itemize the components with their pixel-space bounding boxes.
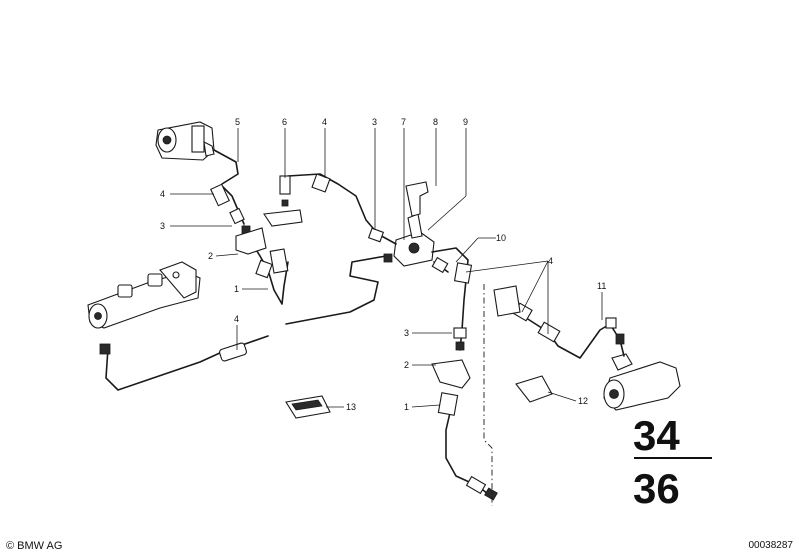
callout-2-right: 2	[404, 360, 409, 370]
hose-brackets	[235, 209, 553, 419]
front-left-wheel-cylinder	[155, 121, 215, 161]
callout-5: 5	[235, 117, 240, 127]
callout-12: 12	[578, 396, 588, 406]
callout-4-left: 4	[160, 189, 165, 199]
callout-9: 9	[463, 117, 468, 127]
callout-13: 13	[346, 402, 356, 412]
document-number: 00038287	[748, 540, 794, 551]
callout-4-top: 4	[322, 117, 327, 127]
callout-3-top: 3	[372, 117, 377, 127]
master-cylinder	[87, 261, 201, 329]
brake-distributor-t-piece	[393, 181, 435, 267]
leader-lines	[170, 128, 603, 408]
group-number-top: 34	[633, 412, 680, 459]
callout-4-bottom: 4	[234, 314, 239, 324]
body-outline	[483, 284, 493, 506]
callout-3-left: 3	[160, 221, 165, 231]
callout-3-right: 3	[404, 328, 409, 338]
callout-4-right: 4	[548, 256, 553, 266]
callout-10: 10	[496, 233, 506, 243]
callout-7: 7	[401, 117, 406, 127]
callout-1-right: 1	[404, 402, 409, 412]
pipe-fittings	[99, 173, 625, 501]
group-number: 34 36	[633, 412, 712, 512]
copyright-notice: © BMW AG	[6, 540, 63, 552]
callout-6: 6	[282, 117, 287, 127]
brake-pipes	[105, 149, 625, 495]
callout-8: 8	[433, 117, 438, 127]
callout-numbers: 5 6 4 3 7 8 9 4 3 2 1 10 4 11 3 2 1 12 1…	[160, 117, 606, 412]
callout-1-left: 1	[234, 284, 239, 294]
rear-wheel-cylinder	[603, 353, 681, 411]
callout-2-left: 2	[208, 251, 213, 261]
group-number-bottom: 36	[633, 465, 680, 512]
callout-11: 11	[597, 281, 606, 291]
